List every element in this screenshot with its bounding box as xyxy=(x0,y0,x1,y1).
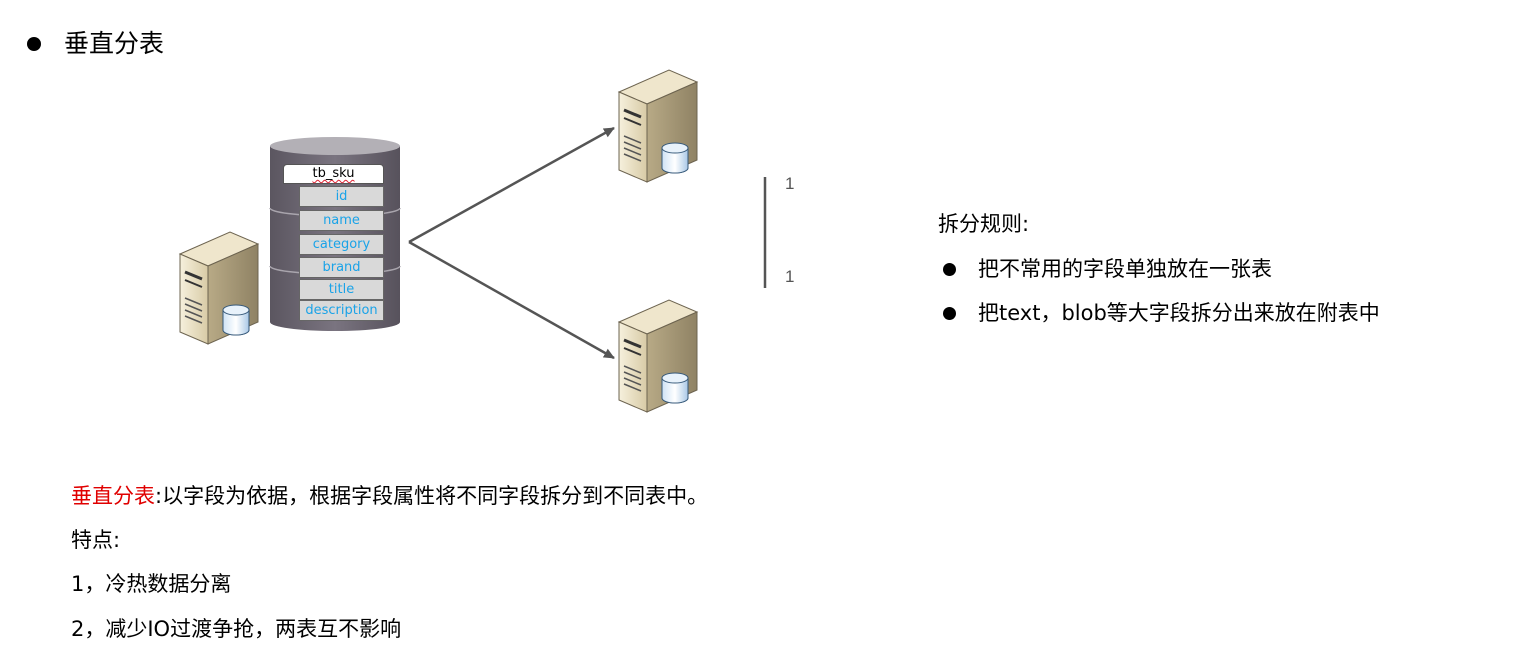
features-title: 特点: xyxy=(71,528,121,552)
split-arrow-top xyxy=(408,126,615,244)
rule-item: 把text，blob等大字段拆分出来放在附表中 xyxy=(978,301,1380,325)
definition-text: :以字段为依据，根据字段属性将不同字段拆分到不同表中。 xyxy=(155,484,709,508)
rule-bullet xyxy=(943,307,956,320)
rule-item: 把不常用的字段单独放在一张表 xyxy=(978,257,1272,281)
ratio-label-top: 1 xyxy=(785,174,795,193)
table-field-name: name xyxy=(299,210,384,231)
definition-key: 垂直分表 xyxy=(71,484,155,508)
definition-line: 垂直分表:以字段为依据，根据字段属性将不同字段拆分到不同表中。 xyxy=(71,481,708,511)
rule-bullet xyxy=(943,263,956,276)
ratio-label-bottom: 1 xyxy=(785,267,795,286)
table-field-brand: brand xyxy=(299,257,384,278)
feature-item: 1，冷热数据分离 xyxy=(71,572,232,596)
table-field-id: id xyxy=(299,186,384,207)
table-field-title: title xyxy=(299,279,384,300)
feature-item: 2，减少IO过渡争抢，两表互不影响 xyxy=(71,617,402,641)
source-server-icon xyxy=(178,230,260,346)
rules-title: 拆分规则: xyxy=(938,212,1030,236)
heading-bullet xyxy=(27,37,41,51)
target-server-bottom-icon xyxy=(617,298,699,414)
target-server-top-icon xyxy=(617,68,699,184)
page-title: 垂直分表 xyxy=(64,29,165,58)
table-field-description: description xyxy=(299,300,384,321)
table-field-category: category xyxy=(299,234,384,255)
table-name-label: tb_sku xyxy=(283,164,384,184)
split-arrow-bottom xyxy=(408,240,615,360)
